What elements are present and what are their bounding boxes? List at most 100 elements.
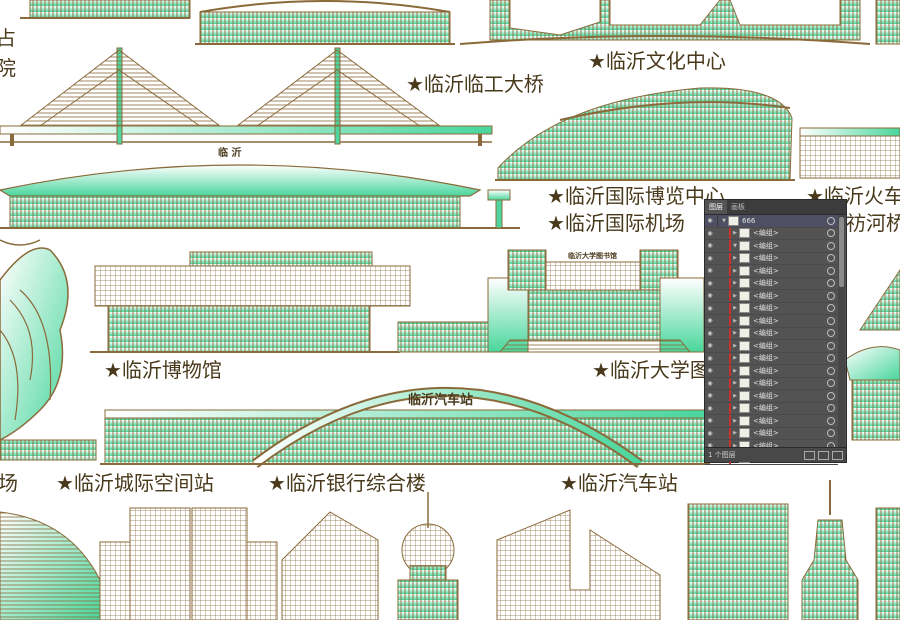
expand-triangle-icon[interactable]: ▶ bbox=[733, 380, 737, 387]
layer-name[interactable]: 666 bbox=[742, 216, 756, 225]
expand-triangle-icon[interactable]: ▶ bbox=[733, 405, 737, 412]
layer-row-group[interactable]: ◉ ▶ <编组> bbox=[705, 427, 838, 440]
target-circle-icon[interactable] bbox=[827, 366, 835, 375]
visibility-eye-icon[interactable]: ◉ bbox=[707, 329, 713, 337]
layer-name[interactable]: <编组> bbox=[753, 354, 779, 363]
visibility-eye-icon[interactable]: ◉ bbox=[707, 392, 713, 400]
layer-name[interactable]: <编组> bbox=[753, 266, 779, 275]
target-circle-icon[interactable] bbox=[827, 316, 835, 325]
layer-row-group[interactable]: ◉ ▶ <编组> bbox=[705, 227, 838, 240]
expand-triangle-icon[interactable]: ▶ bbox=[733, 330, 737, 337]
layer-name[interactable]: <编组> bbox=[753, 279, 779, 288]
layer-row-group[interactable]: ◉ ▶ <编组> bbox=[705, 290, 838, 303]
visibility-eye-icon[interactable]: ◉ bbox=[707, 342, 713, 350]
expand-triangle-icon[interactable]: ▶ bbox=[733, 267, 737, 274]
expand-triangle-icon[interactable]: ▶ bbox=[733, 417, 737, 424]
new-sublayer-icon[interactable] bbox=[804, 450, 815, 460]
visibility-eye-icon[interactable]: ◉ bbox=[707, 404, 713, 412]
layer-row-group[interactable]: ◉ ▼ <编组> bbox=[705, 240, 838, 253]
target-circle-icon[interactable] bbox=[827, 229, 835, 238]
layer-name[interactable]: <编组> bbox=[753, 291, 779, 300]
scrollbar-thumb[interactable] bbox=[839, 217, 844, 287]
layer-name[interactable]: <编组> bbox=[753, 254, 779, 263]
layer-name[interactable]: <编组> bbox=[753, 391, 779, 400]
expand-triangle-icon[interactable]: ▶ bbox=[733, 280, 737, 287]
layer-row-group[interactable]: ◉ ▶ <编组> bbox=[705, 365, 838, 378]
visibility-eye-icon[interactable]: ◉ bbox=[707, 429, 713, 437]
layer-row-top[interactable]: ◉ ▼ 666 bbox=[705, 215, 838, 228]
layer-name[interactable]: <编组> bbox=[753, 329, 779, 338]
target-circle-icon[interactable] bbox=[827, 354, 835, 363]
expand-triangle-icon[interactable]: ▶ bbox=[733, 442, 737, 449]
target-circle-icon[interactable] bbox=[827, 404, 835, 413]
new-layer-icon[interactable] bbox=[818, 450, 829, 460]
visibility-eye-icon[interactable]: ◉ bbox=[707, 417, 713, 425]
target-circle-icon[interactable] bbox=[827, 266, 835, 275]
expand-triangle-icon[interactable]: ▶ bbox=[733, 255, 737, 262]
expand-triangle-icon[interactable]: ▶ bbox=[733, 292, 737, 299]
layers-scrollbar[interactable] bbox=[838, 215, 845, 448]
visibility-eye-icon[interactable]: ◉ bbox=[707, 279, 713, 287]
expand-triangle-icon[interactable]: ▶ bbox=[733, 230, 737, 237]
target-circle-icon[interactable] bbox=[827, 379, 835, 388]
layer-name[interactable]: <编组> bbox=[753, 441, 779, 450]
layer-name[interactable]: <编组> bbox=[753, 316, 779, 325]
visibility-eye-icon[interactable]: ◉ bbox=[707, 229, 713, 237]
visibility-eye-icon[interactable]: ◉ bbox=[707, 317, 713, 325]
expand-triangle-icon[interactable]: ▶ bbox=[733, 355, 737, 362]
expand-triangle-icon[interactable]: ▶ bbox=[733, 305, 737, 312]
expand-triangle-icon[interactable]: ▶ bbox=[733, 430, 737, 437]
target-circle-icon[interactable] bbox=[827, 304, 835, 313]
layer-row-group[interactable]: ◉ ▶ <编组> bbox=[705, 340, 838, 353]
tab-artboards[interactable]: 画板 bbox=[731, 203, 745, 211]
layer-name[interactable]: <编组> bbox=[753, 229, 779, 238]
expand-triangle-icon[interactable]: ▼ bbox=[722, 217, 726, 224]
expand-triangle-icon[interactable]: ▶ bbox=[733, 392, 737, 399]
target-circle-icon[interactable] bbox=[827, 216, 835, 225]
target-circle-icon[interactable] bbox=[827, 329, 835, 338]
layer-name[interactable]: <编组> bbox=[753, 416, 779, 425]
layer-row-group[interactable]: ◉ ▶ <编组> bbox=[705, 265, 838, 278]
target-circle-icon[interactable] bbox=[827, 279, 835, 288]
expand-triangle-icon[interactable]: ▶ bbox=[733, 367, 737, 374]
layer-row-group[interactable]: ◉ ▶ <编组> bbox=[705, 252, 838, 265]
target-circle-icon[interactable] bbox=[827, 391, 835, 400]
expand-triangle-icon[interactable]: ▶ bbox=[733, 342, 737, 349]
layer-name[interactable]: <编组> bbox=[753, 366, 779, 375]
layer-row-group[interactable]: ◉▶<编组> bbox=[705, 377, 838, 390]
layer-name[interactable]: <编组> bbox=[753, 304, 779, 313]
target-circle-icon[interactable] bbox=[827, 429, 835, 438]
target-circle-icon[interactable] bbox=[827, 291, 835, 300]
visibility-eye-icon[interactable]: ◉ bbox=[707, 242, 713, 250]
layer-row-group[interactable]: ◉ ▶ <编组> bbox=[705, 402, 838, 415]
expand-triangle-icon[interactable]: ▼ bbox=[733, 242, 737, 249]
layer-row-group[interactable]: ◉ ▶ <编组> bbox=[705, 415, 838, 428]
layer-name[interactable]: <编组> bbox=[753, 404, 779, 413]
target-circle-icon[interactable] bbox=[827, 416, 835, 425]
visibility-eye-icon[interactable]: ◉ bbox=[707, 367, 713, 375]
target-circle-icon[interactable] bbox=[827, 254, 835, 263]
layer-row-group[interactable]: ◉ ▶ <编组> bbox=[705, 390, 838, 403]
layer-name[interactable]: <编组> bbox=[753, 429, 779, 438]
target-circle-icon[interactable] bbox=[827, 241, 835, 250]
visibility-eye-icon[interactable]: ◉ bbox=[707, 217, 713, 225]
visibility-eye-icon[interactable]: ◉ bbox=[707, 292, 713, 300]
layer-name[interactable]: <编组> bbox=[753, 241, 779, 250]
visibility-eye-icon[interactable]: ◉ bbox=[707, 442, 713, 450]
layer-row-group[interactable]: ◉ ▶ <编组> bbox=[705, 352, 838, 365]
tab-layers[interactable]: 图层 bbox=[705, 200, 727, 214]
layer-name[interactable]: <编组> bbox=[753, 341, 779, 350]
target-circle-icon[interactable] bbox=[827, 341, 835, 350]
visibility-eye-icon[interactable]: ◉ bbox=[707, 379, 713, 387]
layer-row-group[interactable]: ◉ ▶ <编组> bbox=[705, 327, 838, 340]
visibility-eye-icon[interactable]: ◉ bbox=[707, 304, 713, 312]
visibility-eye-icon[interactable]: ◉ bbox=[707, 267, 713, 275]
delete-layer-icon[interactable] bbox=[832, 450, 843, 460]
visibility-eye-icon[interactable]: ◉ bbox=[707, 254, 713, 262]
expand-triangle-icon[interactable]: ▶ bbox=[733, 317, 737, 324]
layer-row-group[interactable]: ◉ ▶ <编组> bbox=[705, 302, 838, 315]
layer-row-group[interactable]: ◉ ▶ <编组> bbox=[705, 277, 838, 290]
layer-row-group[interactable]: ◉ ▶ <编组> bbox=[705, 315, 838, 328]
visibility-eye-icon[interactable]: ◉ bbox=[707, 354, 713, 362]
layers-panel[interactable]: 图层 画板 ◉ ▼ 666 ◉ ▶ <编组> ◉ ▼ <编组> ◉ ▶ <编组> ◉ ▶ <编组> ◉ ▶… bbox=[704, 199, 847, 465]
